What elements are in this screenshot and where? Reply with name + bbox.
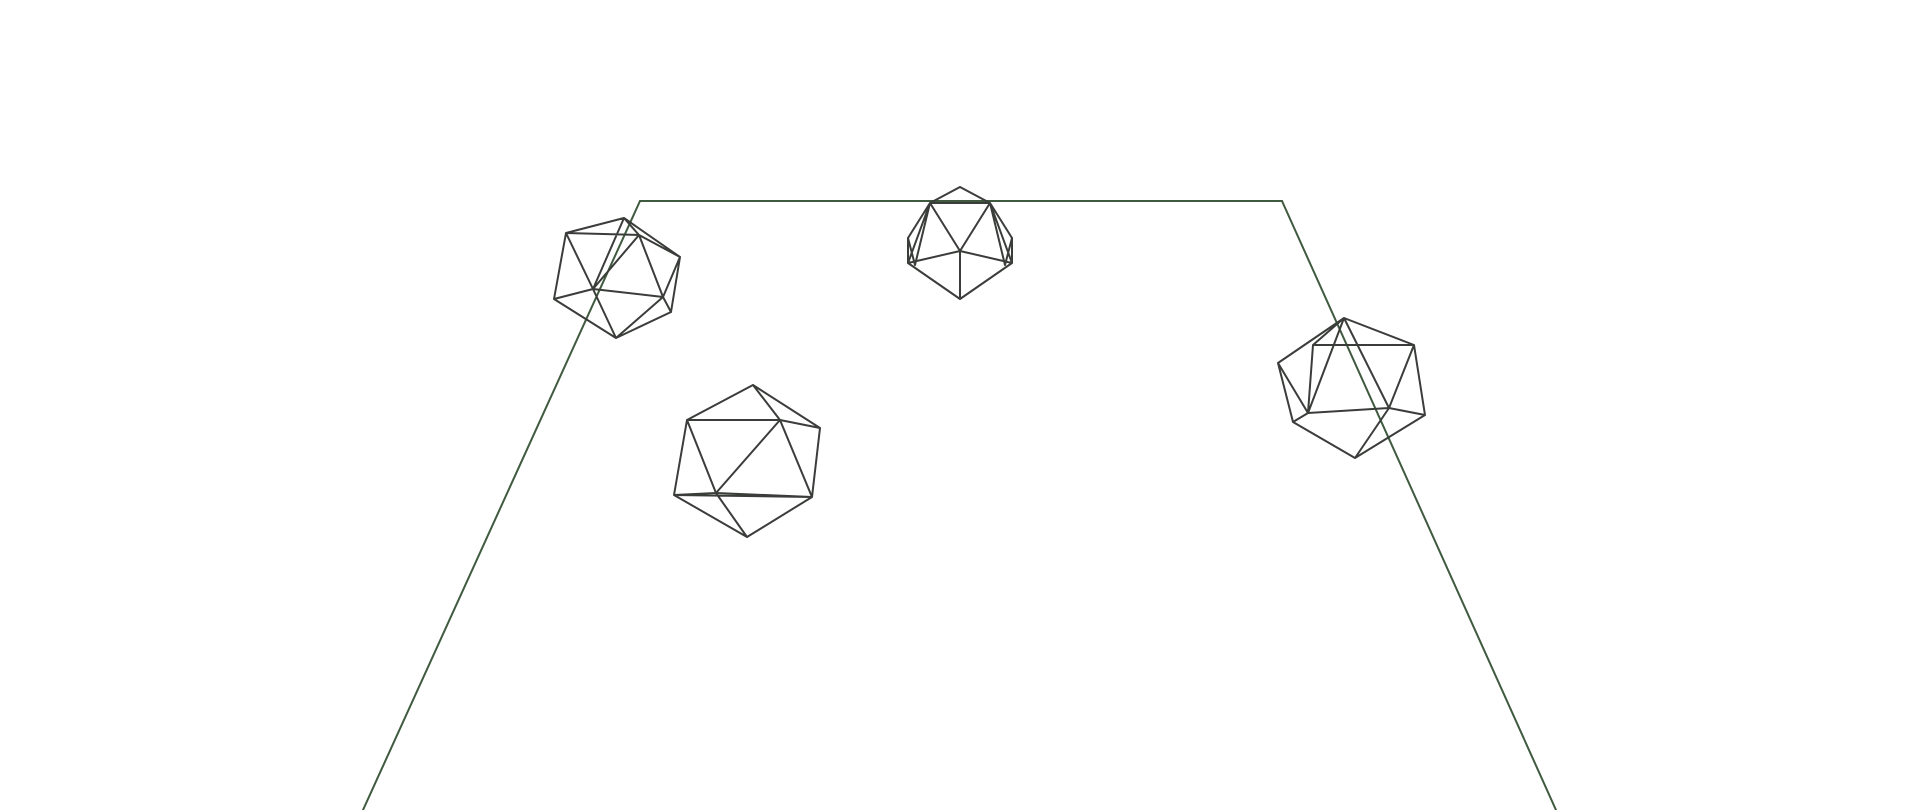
icosahedron-3[interactable] <box>673 384 821 538</box>
floor-left-edge <box>362 200 641 810</box>
icosahedron-2[interactable] <box>907 186 1013 300</box>
icosahedron-wireframe-icon <box>553 217 681 339</box>
floor-plane <box>362 200 1557 810</box>
icosahedron-wireframe-icon <box>673 384 821 538</box>
icosahedron-4[interactable] <box>1277 317 1426 459</box>
floor-right-edge <box>1281 200 1557 810</box>
icosahedron-wireframe-icon <box>1277 317 1426 459</box>
icosahedron-1[interactable] <box>553 217 681 339</box>
icosahedron-wireframe-icon <box>907 186 1013 300</box>
